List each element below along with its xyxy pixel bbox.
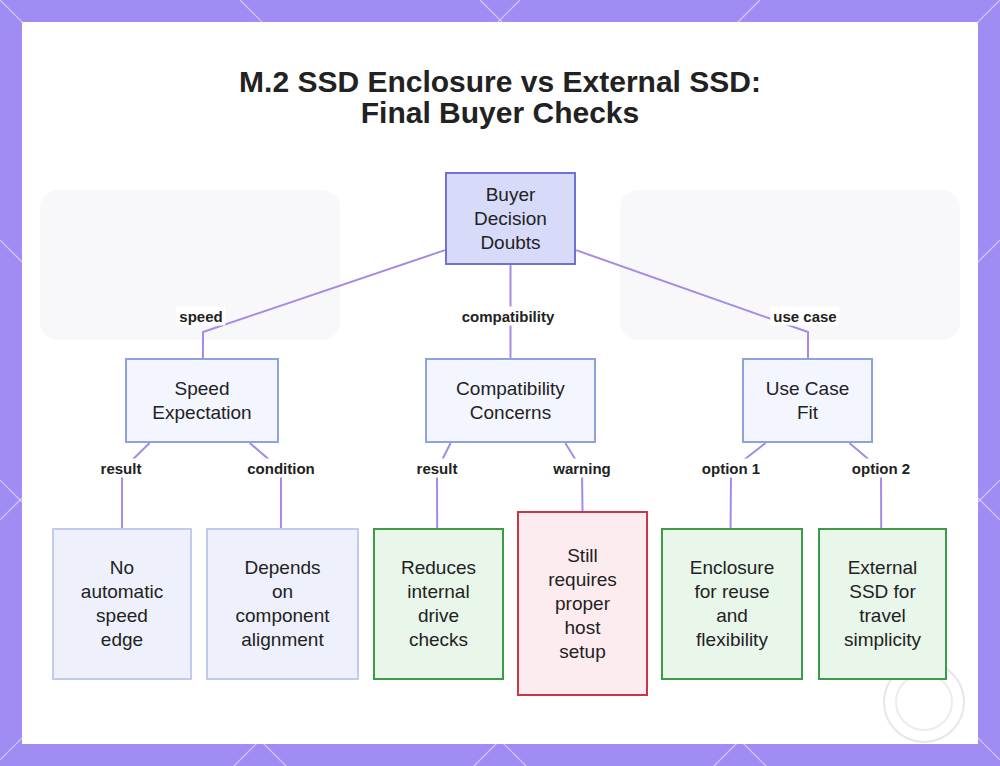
node-label: Reduces internal drive checks	[391, 556, 487, 652]
category-box: Use Case Fit	[742, 358, 873, 443]
node-label: Compatibility Concerns	[441, 377, 581, 425]
root-question-box: Buyer Decision Doubts	[445, 172, 576, 265]
tree-connector	[849, 443, 881, 528]
edge-label: condition	[244, 459, 318, 478]
node-label: Use Case Fit	[760, 377, 855, 425]
positive-box: External SSD for travel simplicity	[818, 528, 947, 680]
node-text-wrap: Buyer Decision Doubts	[461, 183, 561, 255]
node-label: Buyer Decision Doubts	[461, 183, 561, 255]
tree-connector	[203, 250, 445, 358]
edge-label: speed	[176, 307, 225, 326]
diagram-title: M.2 SSD Enclosure vs External SSD: Final…	[220, 66, 780, 128]
title-text: M.2 SSD Enclosure vs External SSD: Final…	[220, 66, 780, 128]
node-text-wrap: Use Case Fit	[760, 377, 855, 425]
white-panel	[22, 22, 978, 744]
logo-mark	[896, 674, 952, 730]
node-text-wrap: Depends on component alignment	[234, 556, 332, 652]
edge-label: result	[414, 459, 461, 478]
node-text-wrap: Speed Expectation	[142, 377, 262, 425]
node-text-wrap: Compatibility Concerns	[441, 377, 581, 425]
tree-connector	[731, 443, 766, 528]
tree-connector	[576, 250, 808, 358]
edge-label: option 1	[699, 459, 763, 478]
node-text-wrap: Enclosure for reuse and flexibility	[682, 556, 782, 652]
node-label: No automatic speed edge	[76, 556, 168, 652]
edge-label: compatibility	[459, 307, 558, 326]
category-box: Compatibility Concerns	[425, 358, 596, 443]
positive-box: Reduces internal drive checks	[373, 528, 504, 680]
node-label: Speed Expectation	[142, 377, 262, 425]
edge-label: use case	[770, 307, 839, 326]
tree-connector	[250, 443, 281, 528]
tree-connector	[122, 443, 150, 528]
node-label: Depends on component alignment	[234, 556, 332, 652]
positive-box: Enclosure for reuse and flexibility	[661, 528, 803, 680]
tree-connector	[437, 443, 451, 528]
node-text-wrap: External SSD for travel simplicity	[838, 556, 928, 652]
faint-drive-illustration	[620, 190, 960, 340]
outcome-box: Depends on component alignment	[206, 528, 359, 680]
node-text-wrap: Still requires proper host setup	[543, 544, 623, 664]
node-text-wrap: No automatic speed edge	[76, 556, 168, 652]
node-label: External SSD for travel simplicity	[838, 556, 928, 652]
warning-box: Still requires proper host setup	[517, 511, 648, 696]
node-label: Still requires proper host setup	[543, 544, 623, 664]
node-label: Enclosure for reuse and flexibility	[682, 556, 782, 652]
edge-label: result	[98, 459, 145, 478]
edge-label: option 2	[849, 459, 913, 478]
faint-drive-illustration	[40, 190, 340, 340]
category-box: Speed Expectation	[125, 358, 279, 443]
outcome-box: No automatic speed edge	[52, 528, 192, 680]
edge-label: warning	[550, 459, 614, 478]
node-text-wrap: Reduces internal drive checks	[391, 556, 487, 652]
